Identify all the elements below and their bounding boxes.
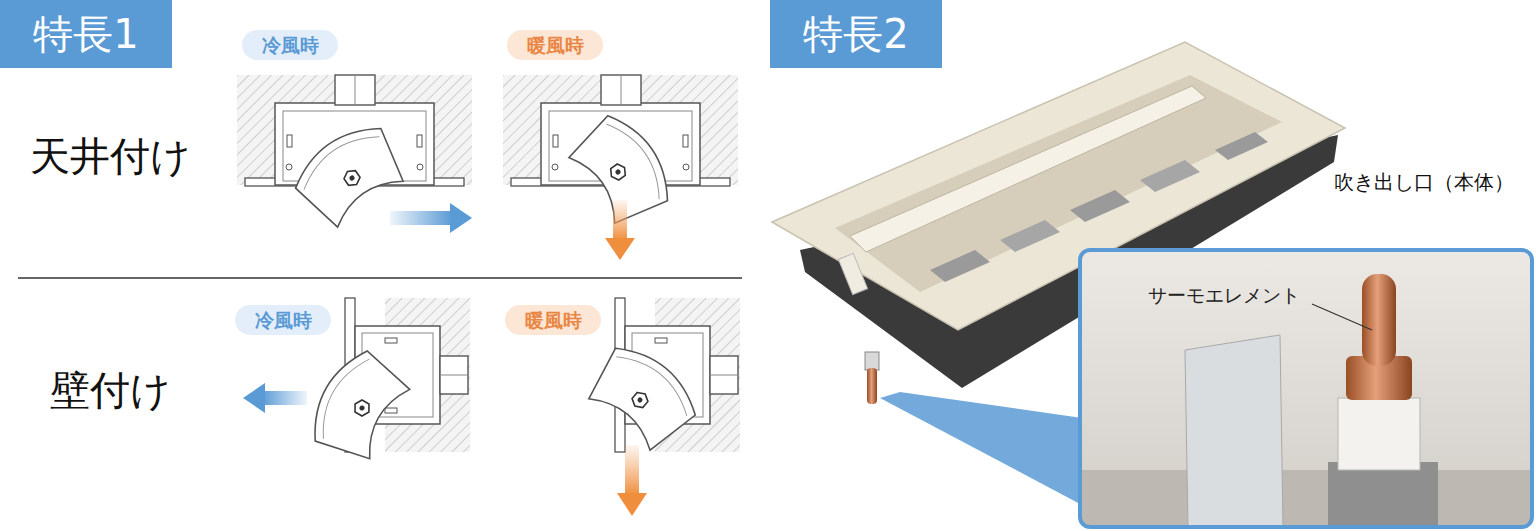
outlet-photo-part (867, 368, 877, 404)
mode-pill: 冷風時 (235, 305, 331, 335)
node-text: 暖風時 (525, 311, 582, 330)
node-text: 特長2 (803, 14, 908, 54)
wall-cool-figure-part (243, 383, 265, 413)
thermo-element-photo-part (1185, 335, 1283, 526)
separator-line (18, 277, 742, 278)
node-text: 冷風時 (262, 36, 319, 55)
node-text: 暖風時 (527, 36, 584, 55)
detail-inset: サーモエレメント (1078, 248, 1534, 529)
thermo-element-photo-part (1080, 250, 1531, 526)
outlet-photo-part (838, 253, 867, 294)
outlet-photo-part (850, 86, 1206, 252)
mount-type-label: 壁付け (50, 366, 171, 414)
thermo-element-photo-part (1362, 274, 1396, 366)
callout-wedge (880, 392, 1082, 505)
wall-warm-figure-part (580, 335, 707, 458)
outlet-photo-part (1000, 220, 1060, 252)
thermo-element-photo (1080, 250, 1531, 526)
part-label: 吹き出し口（本体） (1334, 170, 1514, 194)
outlet-photo-part (1215, 132, 1268, 160)
thermo-element-photo-part (1328, 462, 1438, 526)
ceiling-cool-figure-part (450, 203, 472, 233)
ceiling-warm-figure (503, 75, 738, 260)
feature-badge: 特長2 (770, 0, 942, 68)
node-text: 冷風時 (255, 311, 312, 330)
outlet-photo-part (865, 352, 879, 370)
ceiling-warm-figure-part (605, 238, 635, 260)
ceiling-cool-figure-part (390, 211, 452, 225)
wall-cool-figure-part (300, 342, 415, 469)
thermo-element-photo-part (1338, 398, 1420, 470)
outlet-photo-part (930, 250, 990, 282)
feature-badge: 特長1 (0, 0, 172, 68)
outlet-photo-part (1140, 160, 1200, 192)
outlet-photo-part (1070, 190, 1130, 222)
thermo-element-photo-part (1080, 470, 1531, 526)
mode-pill: 暖風時 (505, 305, 601, 335)
mode-pill: 暖風時 (507, 30, 603, 60)
wall-cool-figure (243, 298, 470, 469)
wall-warm-figure-part (617, 493, 647, 516)
wall-warm-figure (580, 298, 740, 516)
wall-warm-figure-part (625, 445, 639, 495)
wall-cool-figure-part (262, 391, 307, 405)
node-text: 特長1 (33, 14, 138, 54)
leader-line (1312, 304, 1372, 330)
mode-pill: 冷風時 (242, 30, 338, 60)
ceiling-warm-figure-part (613, 200, 627, 240)
mount-type-label: 天井付け (30, 132, 191, 180)
part-label: サーモエレメント (1148, 284, 1300, 307)
ceiling-cool-figure (237, 75, 472, 234)
outlet-photo-part (772, 42, 1345, 330)
